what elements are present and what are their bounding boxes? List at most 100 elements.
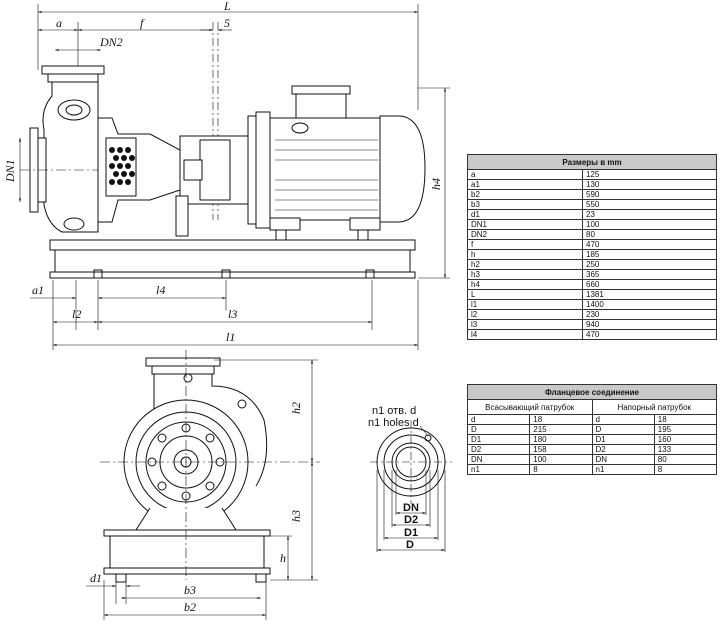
size-key: a1 — [467, 179, 583, 190]
size-key: DN1 — [467, 219, 583, 230]
size-key: b2 — [467, 189, 583, 200]
flange-cell-v2: 8 — [653, 464, 718, 475]
size-value: 23 — [582, 209, 717, 220]
flange-cell-v1: 18 — [529, 414, 593, 425]
flange-cell-v1: 8 — [529, 464, 593, 475]
size-value: 940 — [582, 319, 717, 330]
label-f: f — [140, 16, 145, 30]
flange-cell-v1: 100 — [529, 454, 593, 465]
flange-cell-v2: 195 — [653, 424, 718, 435]
size-value: 185 — [582, 249, 717, 260]
suction-header: Всасывающий патрубок — [467, 399, 593, 415]
flange-cell-k1: D2 — [466, 444, 531, 455]
size-key: l1 — [467, 299, 583, 310]
label-a: a — [56, 16, 62, 30]
size-key: l2 — [467, 309, 583, 320]
label-h3: h3 — [289, 510, 303, 522]
flange-cell-k1: n1 — [466, 464, 531, 475]
size-key: h — [467, 249, 583, 260]
size-key: a — [467, 169, 583, 180]
label-h: h — [280, 551, 286, 565]
label-l3: l3 — [228, 307, 237, 321]
label-b3: b3 — [184, 583, 196, 597]
label-DN1: DN1 — [3, 159, 17, 183]
size-key: f — [467, 239, 583, 250]
size-value: 250 — [582, 259, 717, 270]
flange-cell-k2: n1 — [591, 464, 655, 475]
size-key: h2 — [467, 259, 583, 270]
side-view — [18, 4, 450, 350]
label-5: 5 — [224, 16, 230, 30]
size-value: 1400 — [582, 299, 717, 310]
size-key: l3 — [467, 319, 583, 330]
size-value: 590 — [582, 189, 717, 200]
flange-cell-k2: d — [591, 414, 655, 425]
flange-cell-v2: 133 — [653, 444, 718, 455]
label-l1: l1 — [226, 330, 235, 344]
label-D1: D1 — [404, 527, 418, 539]
label-a1: a1 — [32, 283, 44, 297]
flange-cell-v2: 160 — [653, 434, 718, 445]
flange-cell-v2: 80 — [653, 454, 718, 465]
label-h2: h2 — [289, 402, 303, 414]
flange-cell-k1: d — [466, 414, 531, 425]
flange-cell-v1: 180 — [529, 434, 593, 445]
flange-cell-v2: 18 — [653, 414, 718, 425]
size-value: 230 — [582, 309, 717, 320]
flange-cell-k2: DN — [591, 454, 655, 465]
size-value: 125 — [582, 169, 717, 180]
label-D2: D2 — [404, 514, 418, 526]
flange-cell-k2: D2 — [591, 444, 655, 455]
size-value: 660 — [582, 279, 717, 290]
label-l4: l4 — [156, 283, 165, 297]
flange-cell-k1: D — [466, 424, 531, 435]
guard-holes — [109, 147, 135, 185]
flange-table: Фланцевое соединение Всасывающий патрубо… — [466, 384, 718, 475]
sizes-table-title: Размеры в mm — [467, 154, 717, 170]
size-key: b3 — [467, 199, 583, 210]
flange-cell-k1: DN — [466, 454, 531, 465]
size-key: h3 — [467, 269, 583, 280]
size-value: 365 — [582, 269, 717, 280]
size-value: 100 — [582, 219, 717, 230]
bolt-circle — [147, 423, 225, 501]
size-key: L — [467, 289, 583, 300]
flange-view — [370, 420, 452, 552]
label-d1: d1 — [90, 571, 102, 585]
size-value: 470 — [582, 329, 717, 340]
size-value: 130 — [582, 179, 717, 190]
label-holes-en: n1 holes d — [368, 417, 419, 429]
size-key: DN2 — [467, 229, 583, 240]
size-value: 550 — [582, 199, 717, 210]
label-holes-ru: n1 отв. d — [372, 405, 416, 417]
label-b2: b2 — [184, 600, 196, 614]
label-L: L — [223, 0, 231, 13]
front-view — [86, 350, 320, 620]
label-DN: DN — [403, 502, 419, 514]
size-value: 80 — [582, 229, 717, 240]
flange-table-title: Фланцевое соединение — [467, 384, 717, 400]
flange-cell-k2: D1 — [591, 434, 655, 445]
size-value: 470 — [582, 239, 717, 250]
flange-cell-v1: 158 — [529, 444, 593, 455]
label-h4: h4 — [429, 178, 443, 190]
